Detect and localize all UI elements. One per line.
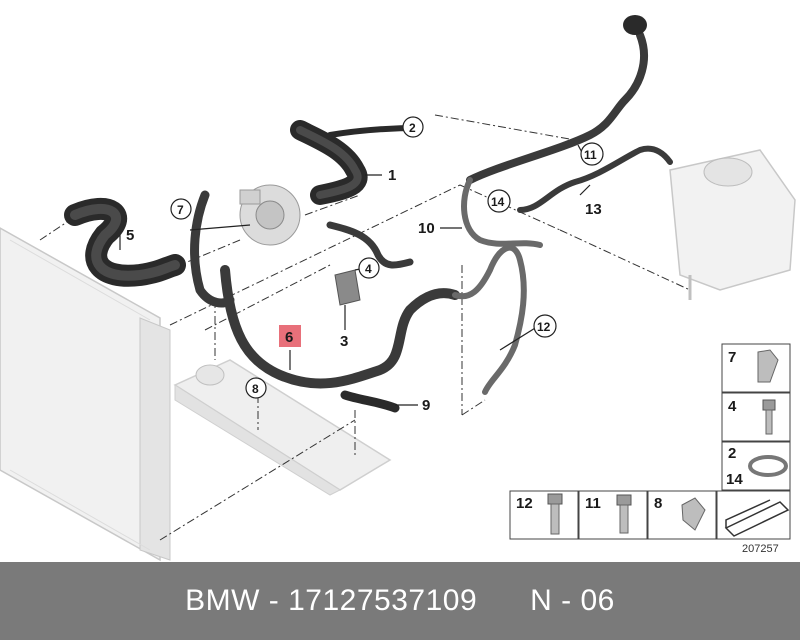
legend-label-8: 8: [654, 495, 662, 512]
expansion-tank: [669, 149, 796, 300]
radiator: [0, 227, 171, 562]
callout-14-circle: 14: [487, 189, 511, 213]
footer-label: BMW - 17127537109 N - 06: [185, 584, 615, 618]
callout-14: 14: [491, 195, 505, 209]
callout-11-circle: 11: [580, 142, 604, 166]
legend-label-14: 14: [726, 471, 743, 488]
legend-box-arrow: [716, 490, 791, 540]
callout-12-circle: 12: [533, 314, 557, 338]
callout-6-highlight: [279, 325, 301, 347]
callout-3: 3: [340, 333, 348, 350]
callout-8-circle: 8: [245, 377, 267, 399]
heat-exchanger: [173, 359, 392, 496]
callout-leaders: [119, 144, 591, 406]
legend-box-2-14: 2 14: [721, 441, 791, 491]
legend-label-7: 7: [728, 349, 736, 366]
filler-cap: [623, 15, 647, 35]
legend-label-2: 2: [728, 445, 736, 462]
separator: -: [259, 584, 289, 617]
callout-9: 9: [422, 397, 430, 414]
legend-label-4: 4: [728, 398, 737, 415]
callout-2: 2: [409, 121, 416, 135]
hoses: [64, 31, 673, 413]
legend-box-4: 4: [721, 392, 791, 442]
callout-2-circle: 2: [402, 116, 424, 138]
reference-number: 207257: [742, 543, 779, 555]
callout-6: 6: [285, 329, 293, 346]
footer-bar: BMW - 17127537109 N - 06: [0, 562, 800, 640]
callout-7: 7: [177, 203, 184, 217]
part-number: 17127537109: [288, 584, 478, 617]
callout-1: 1: [388, 167, 396, 184]
legend-box-8: 8: [647, 490, 717, 540]
callout-8: 8: [252, 382, 259, 396]
brand-name: BMW: [185, 584, 260, 617]
legend-box-7: 7: [721, 343, 791, 393]
parts-diagram: 1 5 3 9 10 13 6 2 7 4 8 11 14 12 7 4: [0, 15, 796, 562]
legend-box-11: 11: [578, 490, 648, 540]
thermostat-housing: [239, 184, 301, 246]
bracket-3: [334, 269, 361, 306]
callout-7-circle: 7: [170, 198, 192, 220]
callout-11: 11: [584, 148, 597, 162]
callout-5: 5: [126, 227, 134, 244]
callout-12: 12: [537, 320, 551, 334]
spacer: [477, 584, 530, 617]
legend-label-12: 12: [516, 495, 533, 512]
legend-label-11: 11: [585, 495, 601, 512]
callout-4: 4: [365, 262, 372, 276]
callout-10: 10: [418, 220, 435, 237]
diagram-position: N - 06: [530, 584, 615, 617]
callout-13: 13: [585, 201, 602, 218]
legend-box-12: 12: [509, 490, 579, 540]
callout-4-circle: 4: [358, 257, 380, 279]
leader-lines: [39, 114, 691, 541]
